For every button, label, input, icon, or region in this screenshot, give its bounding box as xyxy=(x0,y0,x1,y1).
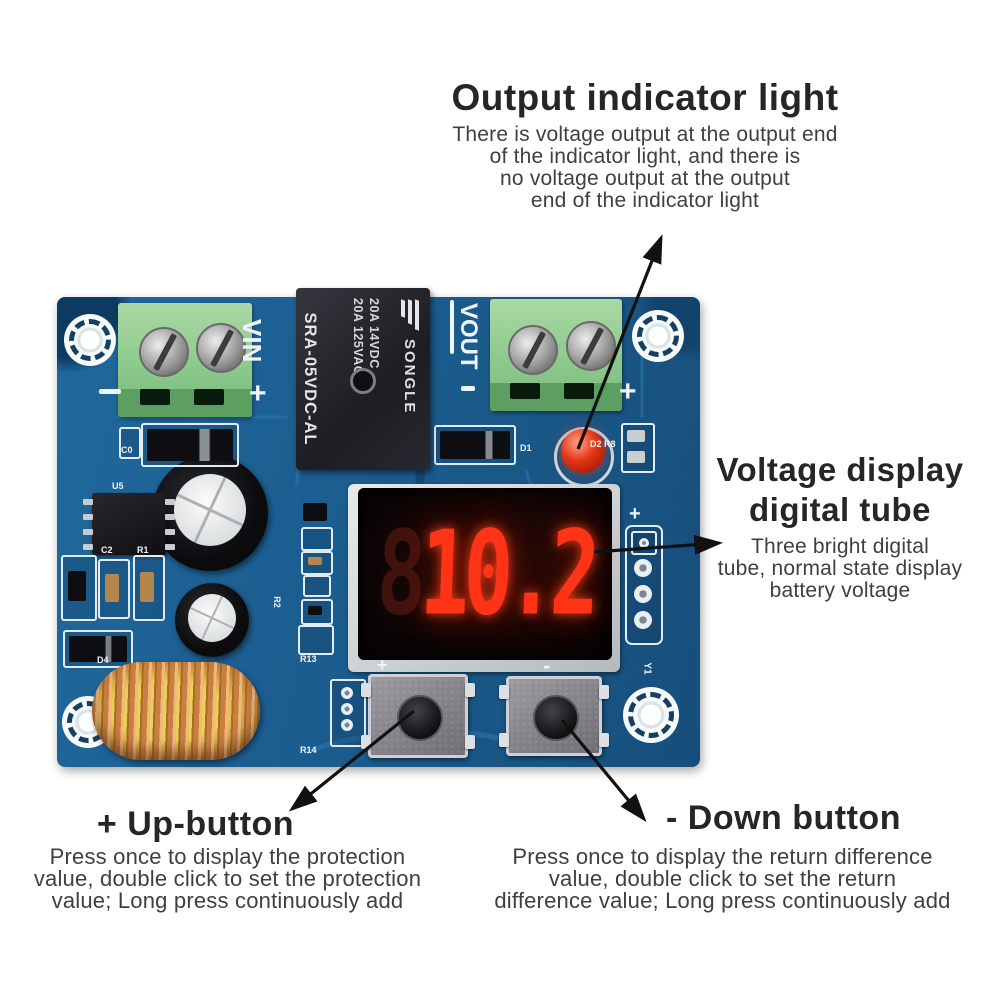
annotation-line: tube, normal state display xyxy=(717,557,963,580)
terminal-screw xyxy=(196,323,246,373)
down-button-plunger xyxy=(533,695,579,741)
capacitor-small-top xyxy=(188,594,236,642)
relay-rating-2: 20A 125VAC xyxy=(351,298,365,376)
terminal-wire-slot xyxy=(194,389,224,405)
terminal-screw xyxy=(508,325,558,375)
pcb-board: VIN + SONGLE 20A 14VDC 20A 125VAC SRA-05… xyxy=(57,288,700,767)
smd-component xyxy=(303,503,327,521)
vout-terminal-block xyxy=(490,299,622,411)
d4-label: D4 xyxy=(97,655,109,665)
terminal-wire-slot xyxy=(564,383,594,399)
annotation-line: Three bright digital xyxy=(751,535,929,558)
vout-plus-mark: + xyxy=(619,375,637,408)
mounting-hole-top-left xyxy=(64,314,116,366)
mounting-hole-bottom-right xyxy=(623,687,679,743)
display-digits: 810.2 xyxy=(374,507,596,642)
u5-label: U5 xyxy=(112,481,124,491)
relay: SONGLE 20A 14VDC 20A 125VAC SRA-05VDC-AL xyxy=(296,288,430,470)
annotation-line: value; Long press continuously add xyxy=(51,888,404,913)
smd-component xyxy=(298,625,334,655)
voltage-display: 810.2 xyxy=(358,488,612,660)
relay-rating-1: 20A 14VDC xyxy=(367,298,381,369)
up-button-plunger xyxy=(397,695,443,741)
terminal-base xyxy=(118,389,252,417)
smd-pad xyxy=(119,427,141,459)
vout-minus-mark xyxy=(461,386,475,391)
terminal-screw xyxy=(566,321,616,371)
header-pad xyxy=(634,611,652,629)
relay-model: SRA-05VDC-AL xyxy=(301,312,319,446)
pin-header xyxy=(625,525,663,645)
annotation-line: Press once to display the protection xyxy=(49,844,406,869)
smd-component xyxy=(133,555,165,621)
resistor-r8 xyxy=(621,423,655,473)
d1-label: D1 xyxy=(520,443,532,453)
smd-component xyxy=(301,599,333,625)
r13-label: R13 xyxy=(300,654,317,664)
silkscreen-line xyxy=(450,300,454,354)
annotation-voltage-display: Voltage display digital tube Three brigh… xyxy=(690,450,990,602)
output-indicator-led xyxy=(561,429,605,473)
c2-label: C2 xyxy=(101,545,113,555)
r2-label: R2 xyxy=(271,596,282,608)
mounting-hole-top-right xyxy=(632,310,684,362)
annotation-line: value, double click to set the protectio… xyxy=(33,866,422,891)
vin-label: VIN xyxy=(237,319,267,363)
annotation-down-button-title: - Down button xyxy=(666,799,901,837)
smd-diode xyxy=(63,630,133,668)
header-pad xyxy=(634,585,652,603)
terminal-wire-slot xyxy=(140,389,170,405)
relay-brand: SONGLE xyxy=(401,339,419,415)
annotation-line: value, double click to set the return xyxy=(548,866,897,891)
r1-label: R1 xyxy=(137,545,149,555)
annotation-line: of the indicator light, and there is xyxy=(489,145,801,168)
vin-plus-mark: + xyxy=(249,377,267,410)
c0-label: C0 xyxy=(121,445,133,455)
smd-component xyxy=(301,527,333,551)
annotation-voltage-display-title-2: digital tube xyxy=(749,491,931,528)
annotation-voltage-display-title-1: Voltage display xyxy=(716,451,964,488)
vout-label: VOUT xyxy=(455,303,482,370)
r14-label: R14 xyxy=(300,745,317,755)
display-ghost-digit: 8 xyxy=(374,506,423,642)
songle-logo-icon xyxy=(398,299,422,331)
annotation-line: battery voltage xyxy=(769,579,911,602)
annotation-output-light-title: Output indicator light xyxy=(451,77,839,118)
annotation-up-button: + Up-button Press once to display the pr… xyxy=(20,804,435,912)
terminal-wire-slot xyxy=(510,383,540,399)
ic-chip-u5 xyxy=(83,493,175,555)
down-button xyxy=(499,676,609,756)
diode-d1 xyxy=(434,425,516,465)
up-button xyxy=(361,674,475,758)
display-value: 10.2 xyxy=(417,506,596,642)
annotation-line: difference value; Long press continuousl… xyxy=(494,888,951,913)
annotation-up-button-title: + Up-button xyxy=(96,805,295,843)
annotation-output-light: Output indicator light There is voltage … xyxy=(385,78,905,212)
vin-minus-mark xyxy=(99,389,121,394)
annotation-line: There is voltage output at the output en… xyxy=(452,123,838,146)
down-button-minus-mark: - xyxy=(543,653,551,678)
d2-r8-label: D2 R8 xyxy=(590,439,616,449)
annotation-line: no voltage output at the output xyxy=(500,167,790,190)
smd-component xyxy=(98,559,130,619)
smd-component xyxy=(61,555,97,621)
y1-label: Y1 xyxy=(641,662,653,675)
annotation-line: Press once to display the return differe… xyxy=(512,844,933,869)
annotation-line: end of the indicator light xyxy=(530,189,760,212)
up-button-plus-mark: + xyxy=(377,655,388,675)
terminal-screw xyxy=(139,327,189,377)
smd-component xyxy=(303,575,331,597)
relay-center-hole xyxy=(350,368,376,394)
vin-terminal-block xyxy=(118,303,252,417)
header-pad xyxy=(634,559,652,577)
smd-component xyxy=(301,551,333,575)
inductor-coil xyxy=(92,662,260,760)
diode-c0 xyxy=(141,423,239,467)
annotation-down-button: - Down button Press once to display the … xyxy=(490,798,955,912)
header-plus-mark: + xyxy=(629,503,641,525)
relay-print: SONGLE 20A 14VDC 20A 125VAC SRA-05VDC-AL xyxy=(296,288,430,470)
capacitor-large-top xyxy=(174,474,246,546)
